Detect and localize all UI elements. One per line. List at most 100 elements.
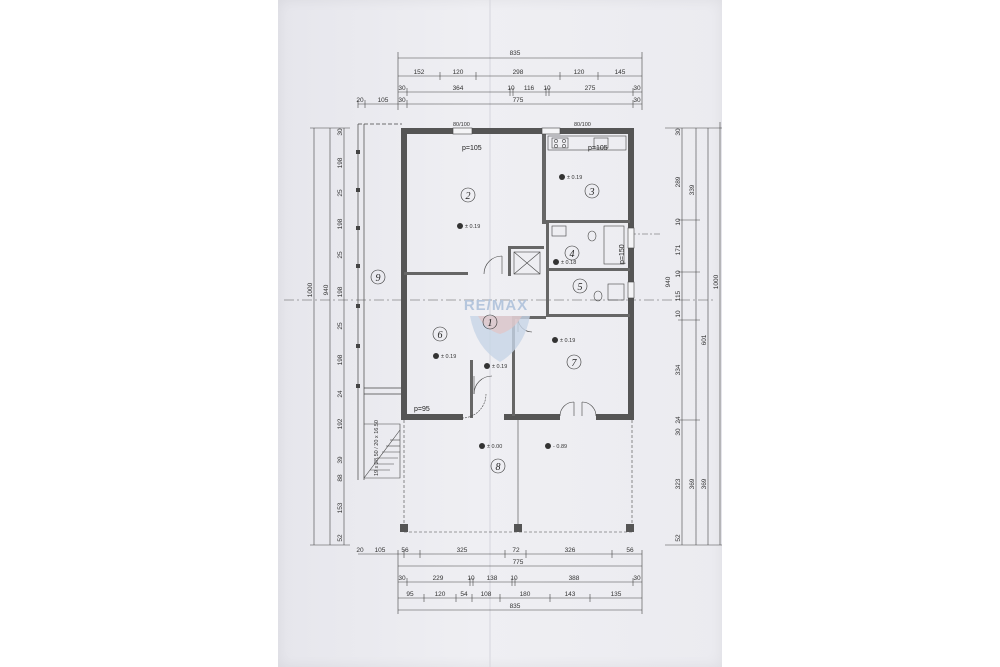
wall	[546, 268, 630, 271]
washbasin-icon	[607, 283, 625, 301]
left-mid-dim: 940	[323, 284, 330, 295]
left-dimension-lines	[310, 127, 350, 546]
dim-label: 20	[356, 97, 364, 104]
dim-label: 24	[675, 416, 682, 424]
dim-label: 56	[401, 547, 409, 554]
interior-walls	[404, 132, 630, 418]
dim-label: 39	[337, 456, 344, 464]
wall-top-c	[560, 128, 632, 134]
dim-label: 52	[675, 534, 682, 542]
post	[356, 150, 360, 154]
dim-label: 30	[675, 128, 682, 136]
dim-label: 10	[675, 310, 682, 318]
top-total-dim: 835	[510, 50, 521, 57]
stairs	[363, 423, 401, 479]
dim-label: 25	[337, 189, 344, 197]
wall	[508, 246, 544, 249]
bottom-row1-dims: 20 105 56 325 72 326 56	[356, 547, 634, 554]
parapet-note: p=150	[619, 244, 626, 264]
kitchen-counter	[547, 135, 627, 151]
terrace-9-outline	[357, 123, 402, 480]
dim-label: 198	[337, 354, 344, 365]
dim-label: 171	[675, 244, 682, 255]
right-mid-dim: 940	[665, 276, 672, 287]
level-text: - 0.89	[553, 444, 567, 450]
right-dimension-lines	[665, 122, 722, 546]
dim-label: 10	[543, 85, 551, 92]
dim-label: 298	[513, 69, 524, 76]
dim-label: 135	[611, 591, 622, 598]
level-marker-icon	[479, 443, 485, 449]
dim-label: 54	[460, 591, 468, 598]
dim-label: 323	[675, 478, 682, 489]
dim-label: 180	[520, 591, 531, 598]
porch-8	[403, 420, 633, 533]
stair-note: 19 x 28.50 / 20 x 16.50	[374, 420, 380, 476]
room-number-7: 7	[572, 358, 578, 369]
dim-label: 105	[378, 97, 389, 104]
dim-label: 25	[337, 322, 344, 330]
level-text: ± 0.00	[487, 444, 502, 450]
post	[356, 304, 360, 308]
wall	[542, 132, 546, 224]
room-number-2: 2	[466, 191, 471, 202]
wall	[514, 316, 546, 319]
dim-label: 30	[633, 85, 641, 92]
dim-label: 289	[675, 176, 682, 187]
dim-label: 275	[585, 85, 596, 92]
dim-label: 388	[569, 575, 580, 582]
room-number-8: 8	[496, 462, 501, 473]
porch-post	[400, 524, 408, 532]
dim-label: 30	[398, 97, 406, 104]
dim-label: 30	[675, 428, 682, 436]
bottom-total-dim: 835	[510, 603, 521, 610]
parapet-note: p=105	[588, 145, 608, 152]
closet-icon	[513, 251, 541, 275]
left-segment-dims: 30 198 25 198 25 198 25 198 24 192 39 88…	[337, 128, 344, 542]
dim-label: 198	[337, 286, 344, 297]
remax-watermark: RE/MAX	[464, 297, 530, 362]
bottom-dimension-lines	[358, 550, 643, 614]
level-text: ± 0.19	[567, 175, 582, 181]
dim-label: 116	[524, 85, 535, 92]
level-text: ± 0.19	[560, 338, 575, 344]
dim-label: 120	[453, 69, 464, 76]
room-number-6: 6	[438, 330, 443, 341]
wall	[512, 316, 515, 416]
porch-post	[514, 524, 522, 532]
room-number-1: 1	[488, 318, 493, 329]
dim-label: 72	[512, 547, 520, 554]
post	[356, 264, 360, 268]
wall	[546, 220, 630, 223]
dim-label: 334	[675, 364, 682, 375]
dim-label: 326	[565, 547, 576, 554]
dim-label: 364	[453, 85, 464, 92]
dim-label: 10	[675, 218, 682, 226]
windows	[452, 127, 635, 299]
level-marker-icon	[457, 223, 463, 229]
level-text: ± 0.19	[465, 224, 480, 230]
top-dimension-lines	[357, 52, 643, 110]
right-outer-dim: 1000	[713, 274, 720, 289]
sink-icon	[593, 137, 609, 149]
dim-label: 10	[675, 270, 682, 278]
dim-label: 30	[398, 575, 406, 582]
wall	[404, 272, 468, 275]
post	[356, 384, 360, 388]
wall	[470, 360, 473, 418]
wall	[546, 314, 630, 317]
dim-label: 198	[337, 218, 344, 229]
stove-icon	[551, 137, 569, 149]
bottom-row3-dims: 30 229 10 138 10 388 30	[398, 575, 641, 582]
plan-sheet: 835 152 120 298 120 145 30 364 10 116 10…	[278, 0, 722, 667]
dim-label: 52	[337, 534, 344, 542]
dim-label: 143	[565, 591, 576, 598]
dim-label: 30	[337, 128, 344, 136]
wall-top-b	[472, 128, 542, 134]
floor-plan-drawing: 835 152 120 298 120 145 30 364 10 116 10…	[284, 0, 722, 667]
level-text: ± 0.19	[441, 354, 456, 360]
bottom-row2-dim: 775	[513, 559, 524, 566]
right-segment-dims: 30 289 10 171 10 115 10 334 24 30 323 36…	[675, 128, 696, 542]
dim-label: 138	[487, 575, 498, 582]
dim-label: 30	[633, 97, 641, 104]
